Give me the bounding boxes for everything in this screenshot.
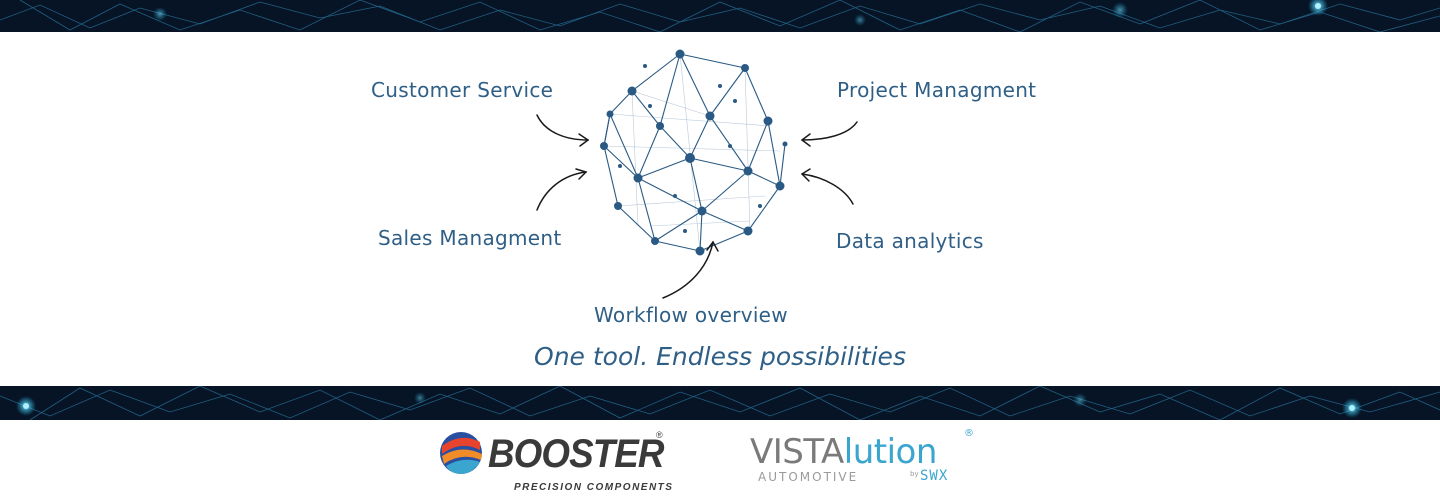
vistalution-wordmark-blue: lution: [843, 432, 938, 472]
booster-registered-mark: ®: [656, 430, 663, 440]
main-content: Customer Service Project Managment Sales…: [0, 32, 1440, 386]
label-sales-management: Sales Managment: [378, 226, 562, 250]
tagline: One tool. Endless possibilities: [534, 342, 906, 371]
vistalution-wordmark: VISTAlution: [750, 432, 937, 472]
booster-wordmark: BOOSTER: [488, 432, 664, 476]
network-banner-graphic: [0, 0, 1440, 32]
footer-logos: BOOSTER ® PRECISION COMPONENTS VISTAluti…: [0, 420, 1440, 500]
vistalution-wordmark-gray: VISTA: [750, 432, 844, 472]
top-network-banner: [0, 0, 1440, 32]
arrow-data-analytics: [801, 173, 854, 205]
arrow-customer-service: [536, 114, 589, 141]
label-customer-service: Customer Service: [371, 78, 554, 102]
vistalution-subtitle: AUTOMOTIVE: [758, 470, 859, 484]
label-project-management: Project Managment: [837, 78, 1037, 102]
arrow-project-management: [801, 121, 858, 141]
vistalution-logo: VISTAlution ® AUTOMOTIVE by SWX: [750, 426, 980, 496]
label-workflow-overview: Workflow overview: [594, 303, 788, 327]
network-banner-graphic-bottom: [0, 386, 1440, 420]
vistalution-registered-mark: ®: [964, 428, 974, 439]
label-data-analytics: Data analytics: [836, 229, 984, 253]
bottom-network-banner: [0, 386, 1440, 420]
booster-logo: BOOSTER ® PRECISION COMPONENTS: [438, 428, 672, 498]
arrow-sales-management: [536, 171, 587, 211]
booster-subtitle: PRECISION COMPONENTS: [514, 482, 674, 493]
vistalution-brand: SWX: [920, 468, 949, 484]
arrow-workflow-overview: [662, 241, 714, 299]
arrows-layer: [536, 114, 858, 299]
vistalution-by-text: by: [910, 470, 919, 478]
booster-emblem-icon: [440, 432, 482, 474]
network-sphere-graphic: [600, 49, 788, 256]
